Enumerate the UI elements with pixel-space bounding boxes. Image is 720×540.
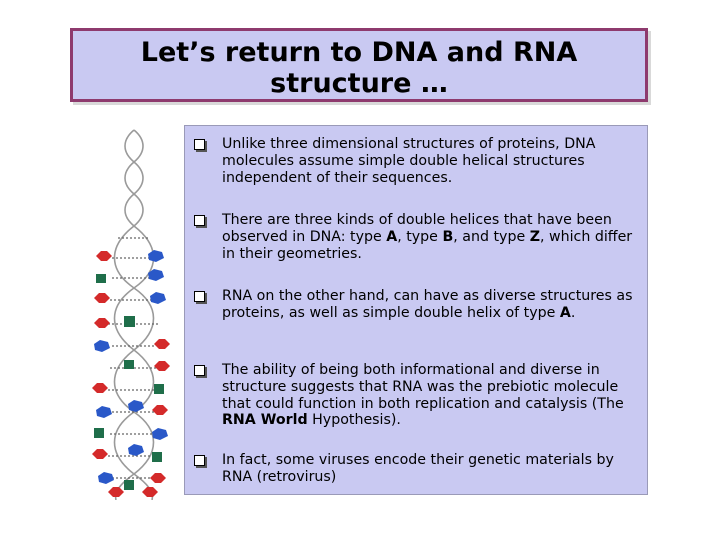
- dna-double-helix-illustration: [92, 129, 170, 500]
- nucleotide-blocks: [92, 250, 170, 497]
- bullet-text: Unlike three dimensional structures of p…: [222, 136, 596, 186]
- bullet-item: There are three kinds of double helices …: [194, 212, 644, 262]
- content-panel: Unlike three dimensional structures of p…: [184, 125, 648, 495]
- bullet-text: RNA on the other hand, can have as diver…: [222, 288, 633, 321]
- page-title: Let’s return to DNA and RNA structure …: [73, 31, 645, 99]
- helix-backbone: [113, 129, 155, 500]
- title-line-1: Let’s return to DNA and RNA: [140, 37, 578, 68]
- checkbox-bullet-icon: [194, 139, 205, 150]
- bullet-text: In fact, some viruses encode their genet…: [222, 452, 614, 485]
- checkbox-bullet-icon: [194, 455, 205, 466]
- bullet-text: The ability of being both informational …: [222, 362, 624, 429]
- checkbox-bullet-icon: [194, 215, 205, 226]
- checkbox-bullet-icon: [194, 365, 205, 376]
- title-line-2: structure …: [270, 68, 448, 99]
- bullet-item: The ability of being both informational …: [194, 362, 644, 429]
- bullet-item: In fact, some viruses encode their genet…: [194, 452, 644, 486]
- title-box: Let’s return to DNA and RNA structure …: [70, 28, 648, 102]
- checkbox-bullet-icon: [194, 291, 205, 302]
- bullet-item: Unlike three dimensional structures of p…: [194, 136, 644, 186]
- bullet-text: There are three kinds of double helices …: [222, 212, 633, 262]
- bullet-item: RNA on the other hand, can have as diver…: [194, 288, 644, 322]
